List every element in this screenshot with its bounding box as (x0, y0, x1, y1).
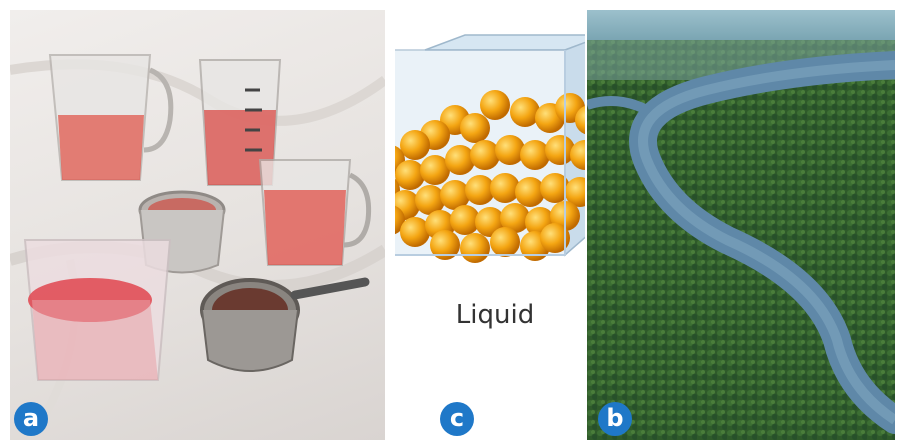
photo-containers (10, 10, 385, 440)
particle-26 (565, 177, 585, 207)
particle-35 (430, 230, 460, 260)
particles (395, 90, 585, 263)
photo-river-landscape (587, 10, 895, 440)
measuring-cups-icon (10, 54, 385, 440)
particle-21 (440, 180, 470, 210)
particle-6 (460, 113, 490, 143)
particle-30 (450, 205, 480, 235)
particle-13 (470, 140, 500, 170)
particle-11 (420, 155, 450, 185)
panel-label-b: b (598, 402, 632, 436)
particle-37 (490, 227, 520, 257)
particle-22 (465, 175, 495, 205)
particle-14 (495, 135, 525, 165)
particle-25 (540, 173, 570, 203)
particle-15 (520, 140, 550, 170)
particle-28 (400, 217, 430, 247)
panel-label-a: a (14, 402, 48, 436)
particle-1 (510, 97, 540, 127)
particle-39 (540, 223, 570, 253)
particle-12 (445, 145, 475, 175)
panel-label-c: c (440, 402, 474, 436)
particle-24 (515, 177, 545, 207)
aerial-river-icon (587, 10, 895, 440)
liquid-caption: Liquid (455, 300, 535, 330)
particle-17 (570, 140, 585, 170)
particle-23 (490, 173, 520, 203)
particle-4 (575, 105, 585, 135)
particle-10 (395, 160, 425, 190)
particle-cube-icon (395, 34, 585, 263)
particle-0 (480, 90, 510, 120)
particle-36 (460, 233, 490, 263)
particle-16 (545, 135, 575, 165)
particle-20 (415, 185, 445, 215)
particle-diagram (395, 10, 585, 440)
particle-8 (400, 130, 430, 160)
particle-32 (500, 203, 530, 233)
